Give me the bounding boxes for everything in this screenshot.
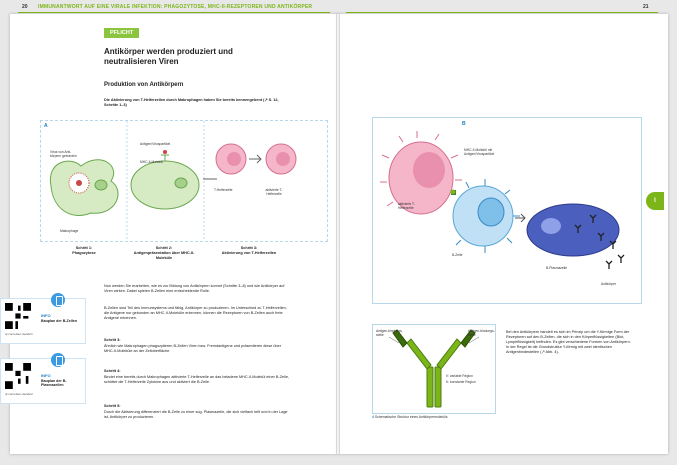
antibody-figure xyxy=(372,324,496,414)
right-page-number: 21 xyxy=(643,4,649,10)
paragraph-5-title: Schritt 5: xyxy=(104,404,121,408)
antibody-caption-text: Schematische Struktur eines Antikörpermo… xyxy=(374,415,448,419)
label-th-cell: T-Helferzelle xyxy=(214,188,233,192)
paragraph-3-title: Schritt 3: xyxy=(104,338,121,342)
figure-b-drawing xyxy=(380,131,625,269)
paragraph-3: Ähnlich wie Makrophagen phagozytieren B-… xyxy=(104,344,282,354)
figure-a-letter: A xyxy=(44,123,48,129)
section-intro: Die Aktivierung von T-Helferzellen durch… xyxy=(104,98,279,108)
step-1-title: Schritt 1: xyxy=(75,246,93,250)
step-3-title: Schritt 3: xyxy=(240,246,258,250)
running-head: IMMUNANTWORT AUF EINE VIRALE INFEKTION: … xyxy=(38,4,313,10)
left-page-number: 20 xyxy=(22,4,28,10)
label-macrophage: Makrophage xyxy=(60,229,79,233)
label-mhc: MHC-II-Molekül xyxy=(140,160,163,164)
antibody-caption-number: 4 xyxy=(372,415,374,419)
label-antigen-site-right: Antigen-bindungs-stelle xyxy=(468,329,495,337)
antibody-caption: 4 Schematische Struktur eines Antikörper… xyxy=(372,415,502,419)
step-2-text: Antigenpräsentation über MHC-II-Moleküle xyxy=(133,251,195,260)
figure-a xyxy=(40,120,328,242)
mobile-phone-icon xyxy=(51,293,65,307)
header-rule-left xyxy=(18,12,330,13)
paragraph-5: Durch die Aktivierung differenziert die … xyxy=(104,410,288,420)
paragraph-2: B-Zellen sind Teil des Immunsystems und … xyxy=(104,306,287,321)
paragraph-4-title: Schritt 4: xyxy=(104,369,121,373)
step-2-title: Schritt 2: xyxy=(155,246,173,250)
figure-b-letter: B xyxy=(462,121,466,127)
info-box-1-text: Bauplan der B-Zellen xyxy=(41,319,77,323)
info-box-1-code: qr.cornelsen.de/abc1 xyxy=(5,332,33,336)
info-box-2-heading: INFO xyxy=(41,373,51,378)
info-box-2-code: qr.cornelsen.de/abc2 xyxy=(5,392,33,396)
qr-code-icon xyxy=(5,303,31,329)
chapter-side-tab[interactable]: I xyxy=(646,192,664,210)
label-activated-th-b: aktivierte T-Helferzelle xyxy=(398,202,415,210)
label-antigen: Antigen/Viruspartikel xyxy=(140,142,171,146)
label-b-cell: B-Zelle xyxy=(452,253,463,257)
label-mhc-antigen: MHC-II-Molekül mit Antigen/Viruspartikel xyxy=(464,148,495,156)
label-activated-th: aktivierte T-Helferzelle xyxy=(265,188,283,196)
qr-code-icon xyxy=(5,363,31,389)
label-variable-region: V: variable Region xyxy=(446,374,473,378)
antibody-drawing xyxy=(388,329,480,408)
paragraph-4: Bindet eine bereits durch Makrophagen ak… xyxy=(104,375,290,385)
step-1-caption: Schritt 1: Phagozytose xyxy=(44,246,124,256)
label-antigen-site-left: Antigen-bindungs-stelle xyxy=(376,329,403,337)
step-1-text: Phagozytose xyxy=(72,251,96,255)
step-3-text: Aktivierung von T-Helferzellen xyxy=(221,251,277,255)
step-3-caption: Schritt 3: Aktivierung von T-Helferzelle… xyxy=(206,246,292,256)
figure-b xyxy=(372,117,642,304)
label-plasma-cell: B-Plasmazelle xyxy=(546,266,568,270)
mobile-phone-icon xyxy=(51,353,65,367)
label-constant-region: K: konstante Region xyxy=(446,380,476,384)
info-box-2-text: Bauplan der B-Plasmazellen xyxy=(41,379,67,388)
section-title: Antikörper werden produziert und neutral… xyxy=(104,47,233,66)
figure-a-drawing xyxy=(49,121,297,241)
info-box-1-heading: INFO xyxy=(41,313,51,318)
paragraph-1: Nun werden Sie erarbeiten, wie es zur Bi… xyxy=(104,284,285,294)
label-virus-bound: Virus von Anti-körpern gebunden xyxy=(50,150,77,158)
info-box-1[interactable]: qr.cornelsen.de/abc1 INFO Bauplan der B-… xyxy=(0,293,86,344)
step-2-caption: Schritt 2: Antigenpräsentation über MHC-… xyxy=(128,246,200,261)
book-spine xyxy=(336,14,340,454)
section-subtitle: Produktion von Antikörpern xyxy=(104,82,184,88)
pflicht-tag: PFLICHT xyxy=(104,28,140,38)
header-rule-right xyxy=(346,12,658,13)
label-antibody: Antikörper xyxy=(601,282,617,286)
info-box-2[interactable]: qr.cornelsen.de/abc2 INFO Bauplan der B-… xyxy=(0,353,86,404)
right-page-text: Bei den Antikörpern handelt es sich im P… xyxy=(506,330,631,355)
